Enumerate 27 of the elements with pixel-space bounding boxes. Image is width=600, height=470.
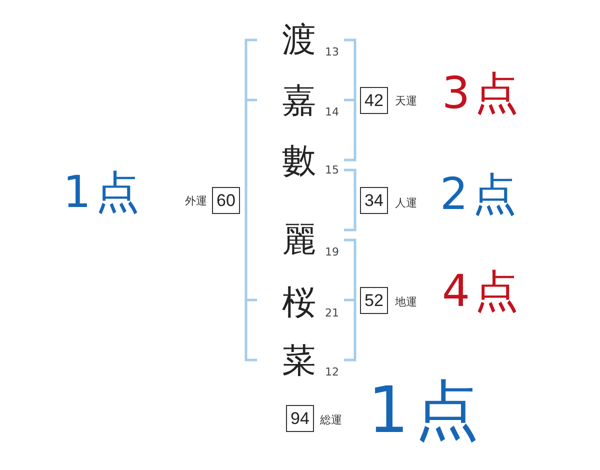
stroke-count: 14 [325, 106, 339, 118]
number-box: 34 [360, 187, 388, 214]
fortune-label: 外運 [185, 196, 207, 206]
name-character: 渡 [282, 23, 316, 57]
number-box: 42 [360, 87, 388, 114]
score-text: 2点 [440, 173, 521, 217]
name-character: 麗 [282, 223, 316, 257]
name-character: 菜 [282, 344, 316, 378]
stroke-count: 19 [325, 246, 339, 258]
stroke-count: 12 [325, 366, 339, 378]
name-character: 嘉 [282, 84, 316, 118]
number-box: 94 [286, 405, 314, 432]
score-text: 4点 [442, 270, 523, 314]
fortune-label: 天運 [395, 96, 417, 106]
fortune-label: 総運 [320, 414, 342, 426]
name-character: 桜 [282, 286, 316, 320]
stroke-count: 21 [325, 308, 339, 318]
score-text: 3点 [442, 72, 523, 116]
score-text: 1点 [63, 171, 144, 215]
fortune-label: 地運 [395, 296, 417, 308]
score-text: 1点 [368, 379, 486, 443]
number-box: 60 [212, 187, 240, 214]
name-character: 數 [282, 144, 316, 178]
stroke-count: 13 [325, 46, 339, 58]
stroke-count: 15 [325, 164, 339, 176]
number-box: 52 [360, 287, 388, 314]
fortune-label: 人運 [395, 198, 417, 208]
